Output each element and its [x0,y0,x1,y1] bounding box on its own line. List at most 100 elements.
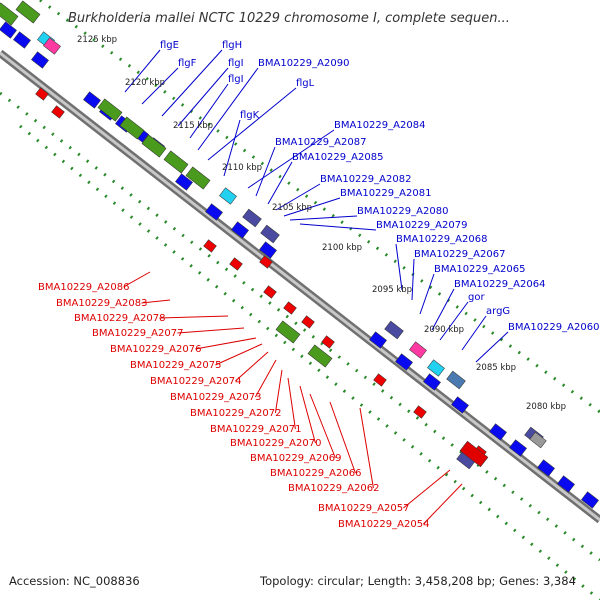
leader-forward [411,258,415,301]
gene-label-forward: BMA10229_A2087 [275,137,366,148]
leader-reverse [235,351,269,382]
gene-label-forward: flgH [222,40,242,51]
leader-reverse [274,369,283,414]
gene-label-reverse: BMA10229_A2069 [250,453,341,464]
cds-forward-block [175,173,193,191]
rna-reverse-block [413,405,427,419]
gene-label-reverse: BMA10229_A2062 [288,483,379,494]
kbp-label: 2080 kbp [526,402,566,412]
gene-label-forward: BMA10229_A2079 [376,220,467,231]
gene-label-forward: flgE [160,40,179,51]
gene-label-reverse: BMA10229_A2086 [38,282,129,293]
kbp-label: 2115 kbp [173,121,213,131]
rna-reverse-block [35,87,49,101]
cds-green-block [141,134,167,158]
kbp-label: 2090 kbp [424,325,464,335]
cds-pink-block [43,37,61,55]
kbp-label: 2125 kbp [77,35,117,45]
cds-green-block [97,98,123,122]
rna-reverse-block [263,285,277,299]
gene-label-reverse: BMA10229_A2066 [270,468,361,479]
leader-forward [141,67,179,105]
leader-forward [431,288,455,331]
leader-forward [177,67,229,127]
gene-label-forward: BMA10229_A2064 [454,279,545,290]
cds-purple-block [384,320,404,340]
gene-label-forward: BMA10229_A2085 [292,152,383,163]
rna-large-block [459,440,489,468]
rna-reverse-block [203,239,217,253]
gene-label-forward: flgI [228,58,244,69]
leader-reverse [177,327,245,334]
rna-reverse-block [229,257,243,271]
leader-reverse [329,401,356,474]
kbp-scale-labels: 2125 kbp 2120 kbp 2115 kbp 2110 kbp 2105 kbp… [77,35,566,412]
gene-label-reverse: BMA10229_A2077 [92,328,183,339]
leader-reverse [141,299,171,304]
kbp-track-2 [19,124,600,600]
cds-forward-block [205,203,223,221]
cds-green-block [275,320,301,344]
cds-forward-block [489,423,507,441]
cds-green-block [15,0,41,24]
gene-label-reverse: BMA10229_A2083 [56,298,147,309]
leader-forward [267,161,293,205]
gene-label-reverse: BMA10229_A2076 [110,344,201,355]
rna-reverse-block [373,373,387,387]
kbp-label: 2110 kbp [222,163,262,173]
leader-forward [461,315,487,351]
gene-label-reverse: BMA10229_A2074 [150,376,241,387]
cds-steel-block [446,370,466,390]
accession-label: Accession: NC_008836 [9,574,140,588]
gene-label-reverse: BMA10229_A2078 [74,313,165,324]
leader-reverse [254,359,277,398]
cds-forward-block [557,475,575,493]
gene-label-reverse: BMA10229_A2073 [170,392,261,403]
cds-green-block [307,344,333,368]
cds-green-block [185,166,211,190]
cds-green-block [0,2,19,26]
kbp-label: 2120 kbp [125,78,165,88]
kbp-label: 2095 kbp [372,285,412,295]
gene-label-reverse: BMA10229_A2071 [210,424,301,435]
leader-reverse [159,315,229,319]
cds-grey-block [529,431,547,449]
cds-forward-block [83,91,101,109]
leader-forward [475,331,509,363]
gene-label-forward: argG [486,306,510,317]
leader-forward [419,273,435,315]
leader-forward [289,215,358,221]
gene-label-reverse: BMA10229_A2075 [130,360,221,371]
gene-label-forward: BMA10229_A2090 [258,58,349,69]
kbp-label: 2105 kbp [272,203,312,213]
leader-reverse [195,337,257,350]
backbone-inner [0,51,600,522]
leader-reverse [215,343,263,366]
leader-reverse [287,377,296,430]
gene-label-reverse: BMA10229_A2070 [230,438,321,449]
cds-forward-block [451,396,469,414]
rna-reverse-block [283,301,297,315]
gene-label-forward: flgL [296,78,315,89]
rna-reverse-block [51,105,65,119]
leader-forward [207,87,297,161]
topology-label: Topology: circular; Length: 3,458,208 bp… [259,574,576,588]
cds-cyan-block [427,359,445,377]
gene-label-forward: flgF [178,58,197,69]
leader-forward [189,83,229,139]
cds-pink-block [409,341,427,359]
gene-label-forward: BMA10229_A2067 [414,249,505,260]
cds-forward-block [13,31,31,49]
cds-purple-block [242,208,262,228]
cds-forward-block [231,221,249,239]
leader-reverse [309,393,336,459]
cds-forward-block [259,241,277,259]
cds-forward-block [423,373,441,391]
kbp-label: 2085 kbp [476,363,516,373]
cds-forward-block [581,491,599,509]
cds-forward-block [395,353,413,371]
cds-forward-block [369,331,387,349]
cds-forward-block [537,459,555,477]
